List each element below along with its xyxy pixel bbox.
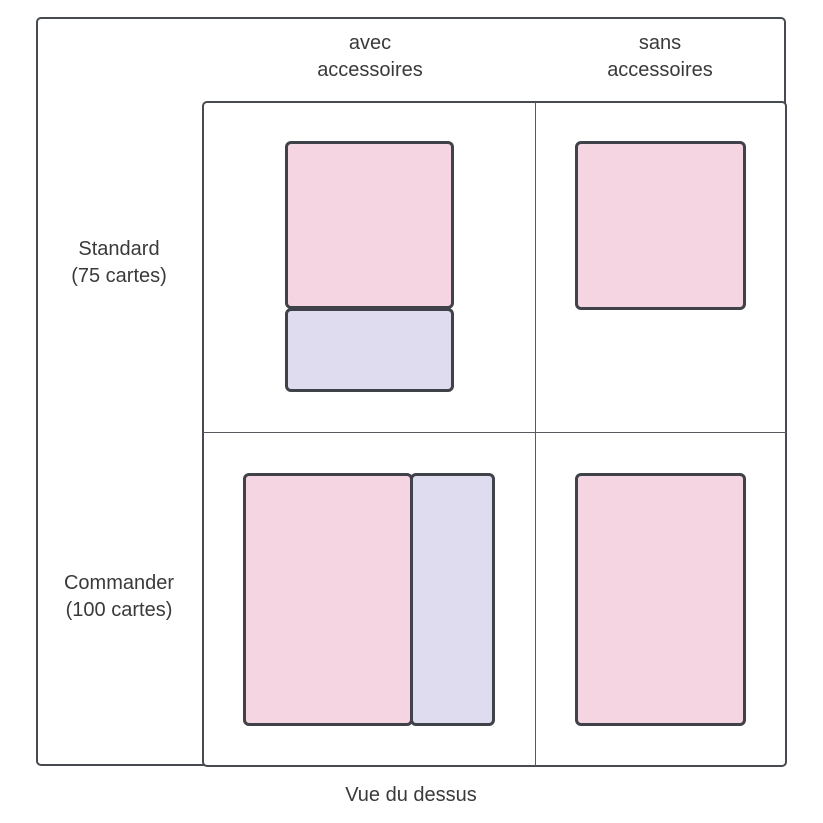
column-header-line: sans	[638, 32, 682, 54]
commander-with-accessories-deck-box	[243, 473, 413, 726]
commander-accessory-compartment	[410, 473, 495, 726]
standard-accessory-compartment	[285, 308, 454, 392]
column-header-line: avec	[348, 32, 392, 54]
column-header-line: accessoires	[607, 59, 713, 81]
column-divider	[535, 102, 536, 766]
commander-without-accessories-deck-box	[575, 473, 746, 726]
row-divider	[203, 432, 786, 433]
row-header-line: Commander	[63, 572, 175, 594]
row-header-standard: Standard (75 cartes)	[36, 236, 202, 290]
column-header-without-accessories: sans accessoires	[560, 30, 760, 84]
standard-without-accessories-deck-box	[575, 141, 746, 310]
column-header-line: accessoires	[317, 59, 423, 81]
row-header-line: (100 cartes)	[65, 599, 173, 621]
column-header-with-accessories: avec accessoires	[270, 30, 470, 84]
row-header-commander: Commander (100 cartes)	[36, 570, 202, 624]
row-header-line: Standard	[78, 238, 160, 260]
row-header-line: (75 cartes)	[71, 265, 167, 287]
caption-top-view: Vue du dessus	[345, 784, 477, 806]
standard-with-accessories-deck-box	[285, 141, 454, 309]
